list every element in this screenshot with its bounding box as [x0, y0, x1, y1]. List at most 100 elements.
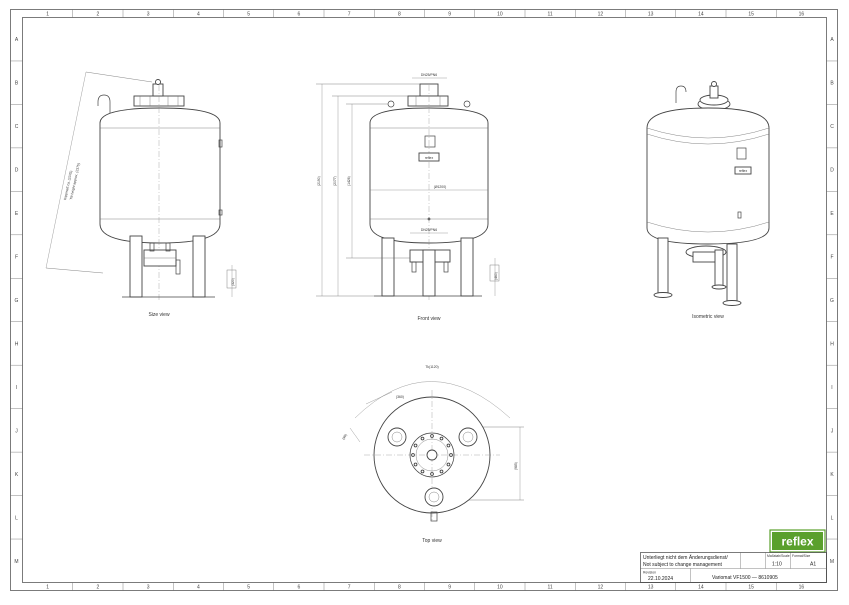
- grid-col-label: 9: [448, 12, 451, 18]
- front-leg-dim: (460): [494, 272, 498, 280]
- title-format-label: Format/Size: [792, 554, 810, 558]
- grid-col-label: 16: [799, 585, 805, 591]
- grid-row-label: K: [830, 472, 834, 478]
- grid-row-label: I: [16, 385, 17, 391]
- grid-col-label: 7: [348, 12, 351, 18]
- grid-col-label: 5: [247, 585, 250, 591]
- title-format-value: A1: [810, 562, 816, 568]
- side-view: Kippmaß ca. (2375) Tilt height approx. (…: [45, 71, 237, 318]
- top-manhole-flange: [409, 432, 455, 478]
- grid-row-label: I: [831, 385, 832, 391]
- grid-ticks: [10, 9, 838, 591]
- grid-col-label: 2: [96, 12, 99, 18]
- top-dim-c: (985): [514, 462, 518, 470]
- iso-leg-left: [657, 237, 669, 295]
- tilt-dim-label-de: Kippmaß ca. (2375): [63, 170, 73, 200]
- bolt-hole: [439, 436, 444, 441]
- top-view: Tk(1120) (360) (90) (985) Top view: [341, 365, 524, 544]
- grid-col-label: 5: [247, 12, 250, 18]
- grid-row-label: C: [830, 124, 834, 130]
- grid-col-label: 2: [96, 585, 99, 591]
- outer-frame: [10, 9, 838, 591]
- grid-col-label: 7: [348, 585, 351, 591]
- top-dia-dim: Tk(1120): [425, 365, 438, 369]
- tilt-dim-ext-2: [45, 267, 104, 274]
- grid-row-label: B: [830, 81, 834, 87]
- grid-row-label: M: [14, 559, 18, 565]
- front-view-label: Front view: [417, 316, 440, 322]
- brand-logo-text: reflex: [781, 535, 813, 549]
- bolt-hole: [420, 469, 425, 474]
- grid-row-label: L: [831, 515, 834, 521]
- side-leg-right: [192, 235, 206, 298]
- grid-col-label: 3: [147, 585, 150, 591]
- bolt-hole: [430, 472, 434, 476]
- front-diameter-dim: (Ø1200): [434, 185, 446, 189]
- side-view-label: Size view: [148, 312, 170, 318]
- grid-row-label: J: [831, 428, 834, 434]
- grid-row-label: F: [830, 255, 833, 261]
- iso-top-valve: [709, 85, 719, 99]
- title-revision-label: Revision: [643, 571, 656, 575]
- grid-col-label: 4: [197, 585, 200, 591]
- tilt-dim-label-en: Tilt height approx. (2375): [69, 163, 81, 201]
- title-scale-value: 1:10: [772, 562, 782, 568]
- iso-leg-right: [726, 243, 738, 303]
- iso-vent-pipe: [675, 85, 687, 103]
- front-leg-left: [381, 237, 395, 297]
- isometric-view-label: Isometric view: [692, 314, 724, 320]
- iso-vessel-body: [646, 107, 770, 245]
- top-bolt-circle: [411, 434, 453, 476]
- front-nameplate-text: reflex: [425, 156, 434, 160]
- front-height-total: (2190): [317, 176, 321, 186]
- grid-col-label: 11: [548, 585, 553, 591]
- front-bottom-flange-label: DN25/PN6: [421, 228, 437, 232]
- side-leg-dim: (320): [231, 278, 235, 286]
- tilt-dim-ext: [85, 71, 153, 83]
- grid-row-label: D: [15, 168, 19, 174]
- grid-col-label: 8: [398, 585, 401, 591]
- title-note-en: Not subject to change management: [643, 562, 723, 568]
- grid-col-label: 9: [448, 585, 451, 591]
- grid-col-label: 15: [748, 585, 754, 591]
- front-height-2: (2077): [333, 176, 337, 186]
- top-nozzle-left: [387, 427, 407, 447]
- bolt-hole: [446, 443, 451, 448]
- grid-row-label: H: [830, 341, 834, 347]
- bolt-hole: [446, 462, 451, 467]
- grid-col-label: 1: [46, 12, 49, 18]
- grid-col-label: 6: [297, 12, 300, 18]
- grid-col-label: 13: [648, 12, 654, 18]
- grid-col-label: 10: [497, 12, 503, 18]
- bolt-hole: [439, 469, 444, 474]
- grid-row-label: K: [15, 472, 19, 478]
- title-note-de: Unterliegt nicht dem Änderungsdienst/: [643, 554, 728, 561]
- front-top-flange-label: DN25/PN6: [421, 73, 437, 77]
- grid-row-label: A: [830, 37, 834, 43]
- front-leg-right: [460, 237, 474, 297]
- grid-col-label: 12: [598, 12, 604, 18]
- title-block: reflex Unterliegt nicht dem Änderungsdie…: [640, 529, 827, 583]
- grid-row-label: E: [15, 211, 19, 217]
- iso-sight-glass: [736, 147, 747, 160]
- title-product: Variomat VF1500 — 8610905: [712, 575, 778, 581]
- grid-col-label: 14: [698, 12, 704, 18]
- iso-nameplate-text: reflex: [739, 169, 748, 173]
- grid-row-label: L: [15, 515, 18, 521]
- bolt-hole: [413, 443, 418, 448]
- top-dim-b: (90): [341, 433, 347, 440]
- grid-col-label: 10: [497, 585, 503, 591]
- grid-row-label: D: [830, 168, 834, 174]
- grid-row-label: J: [15, 428, 18, 434]
- front-view: DN25/PN6 reflex (Ø1200) DN25/PN6 (: [316, 73, 500, 322]
- isometric-view: reflex Isometric view: [646, 81, 770, 320]
- iso-nameplate: [734, 166, 752, 175]
- grid-col-label: 15: [748, 12, 754, 18]
- grid-col-label: 13: [648, 585, 654, 591]
- grid-row-label: M: [830, 559, 834, 565]
- top-outlet: [430, 511, 438, 522]
- grid-row-label: B: [15, 81, 19, 87]
- top-nozzle-right: [458, 427, 478, 447]
